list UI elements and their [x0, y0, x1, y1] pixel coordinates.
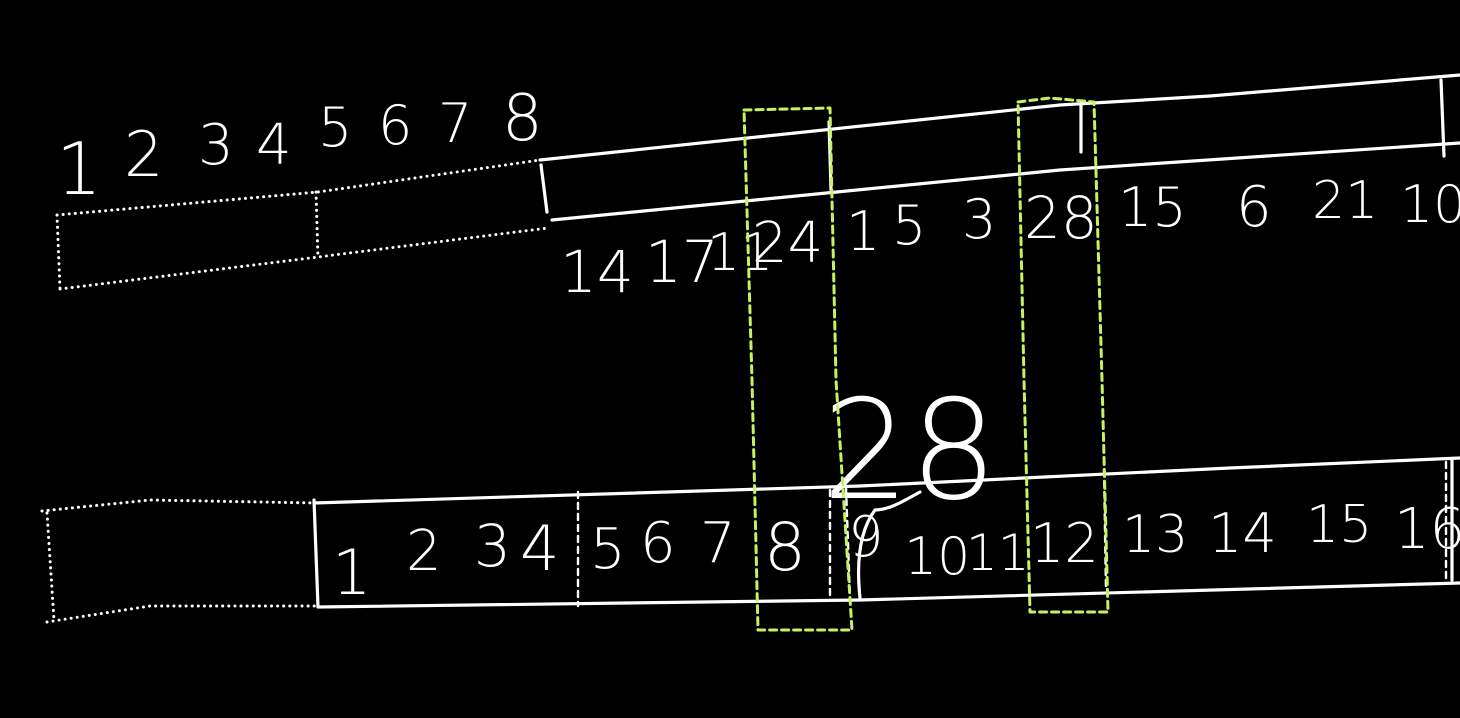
cell-label: 3	[474, 512, 511, 580]
bottom-group-separators	[576, 460, 1448, 608]
value-label: 28	[1024, 184, 1098, 252]
cell-label: 11	[966, 524, 1030, 582]
value-label: 21	[1312, 171, 1378, 231]
value-label: 3	[962, 188, 996, 251]
highlight-boxes	[742, 96, 1110, 632]
header-digit: 8	[502, 82, 543, 156]
header-digit: 6	[378, 94, 412, 157]
top-dotted-block-outline	[55, 158, 550, 291]
cell-label: 6	[640, 511, 676, 576]
header-digit: 3	[198, 113, 234, 178]
cell-label: 14	[1208, 502, 1277, 565]
annotation-stroke	[856, 490, 922, 600]
bottom-cell-labels: 1 2 3 4 5 6 7 8 9 10 11 12 13 14 15 16	[332, 495, 1460, 609]
cell-label: 15	[1306, 495, 1372, 555]
cell-label: 12	[1030, 512, 1099, 575]
top-header-digits: 1 2 3 4 5 6 7 8	[56, 82, 543, 211]
header-digit: 4	[256, 113, 292, 178]
cell-label: 16	[1394, 497, 1460, 562]
value-label: 15	[1118, 176, 1187, 239]
cell-label: 8	[764, 509, 806, 586]
bottom-array-outline	[312, 456, 1460, 609]
value-label: 1	[846, 200, 880, 263]
header-digit: 1	[56, 127, 102, 211]
cell-label: 10	[904, 527, 970, 587]
value-label: 17	[645, 228, 719, 296]
value-label: 14	[560, 238, 634, 306]
cell-label: 5	[590, 517, 626, 582]
cell-label: 7	[700, 511, 736, 576]
value-label: 10	[1400, 175, 1460, 235]
header-digit: 2	[124, 118, 163, 191]
highlight-box-left	[742, 106, 854, 632]
bottom-array-group: 1 2 3 4 5 6 7 8 9 10 11 12 13 14 15 16 2…	[40, 370, 1460, 624]
cell-label: 1	[332, 536, 371, 609]
cell-label: 13	[1122, 505, 1188, 565]
cell-label: 2	[406, 519, 442, 584]
annotation-label: 28	[822, 370, 998, 531]
header-digit: 5	[318, 96, 352, 159]
value-label: 11	[707, 223, 773, 283]
cell-label: 9	[848, 505, 884, 570]
cell-label: 4	[520, 512, 559, 585]
value-label: 5	[892, 194, 926, 257]
top-array-group: 1 2 3 4 5 6 7 8 14 17 11 24 1 5 3 28 15 …	[55, 73, 1460, 306]
highlight-box-right	[1016, 96, 1110, 614]
value-label: 24	[752, 211, 823, 276]
bottom-dotted-block-outline	[40, 498, 318, 624]
value-label: 6	[1236, 175, 1272, 240]
header-digit: 7	[438, 92, 472, 155]
top-value-labels: 14 17 11 24 1 5 3 28 15 6 21 10	[560, 171, 1460, 306]
